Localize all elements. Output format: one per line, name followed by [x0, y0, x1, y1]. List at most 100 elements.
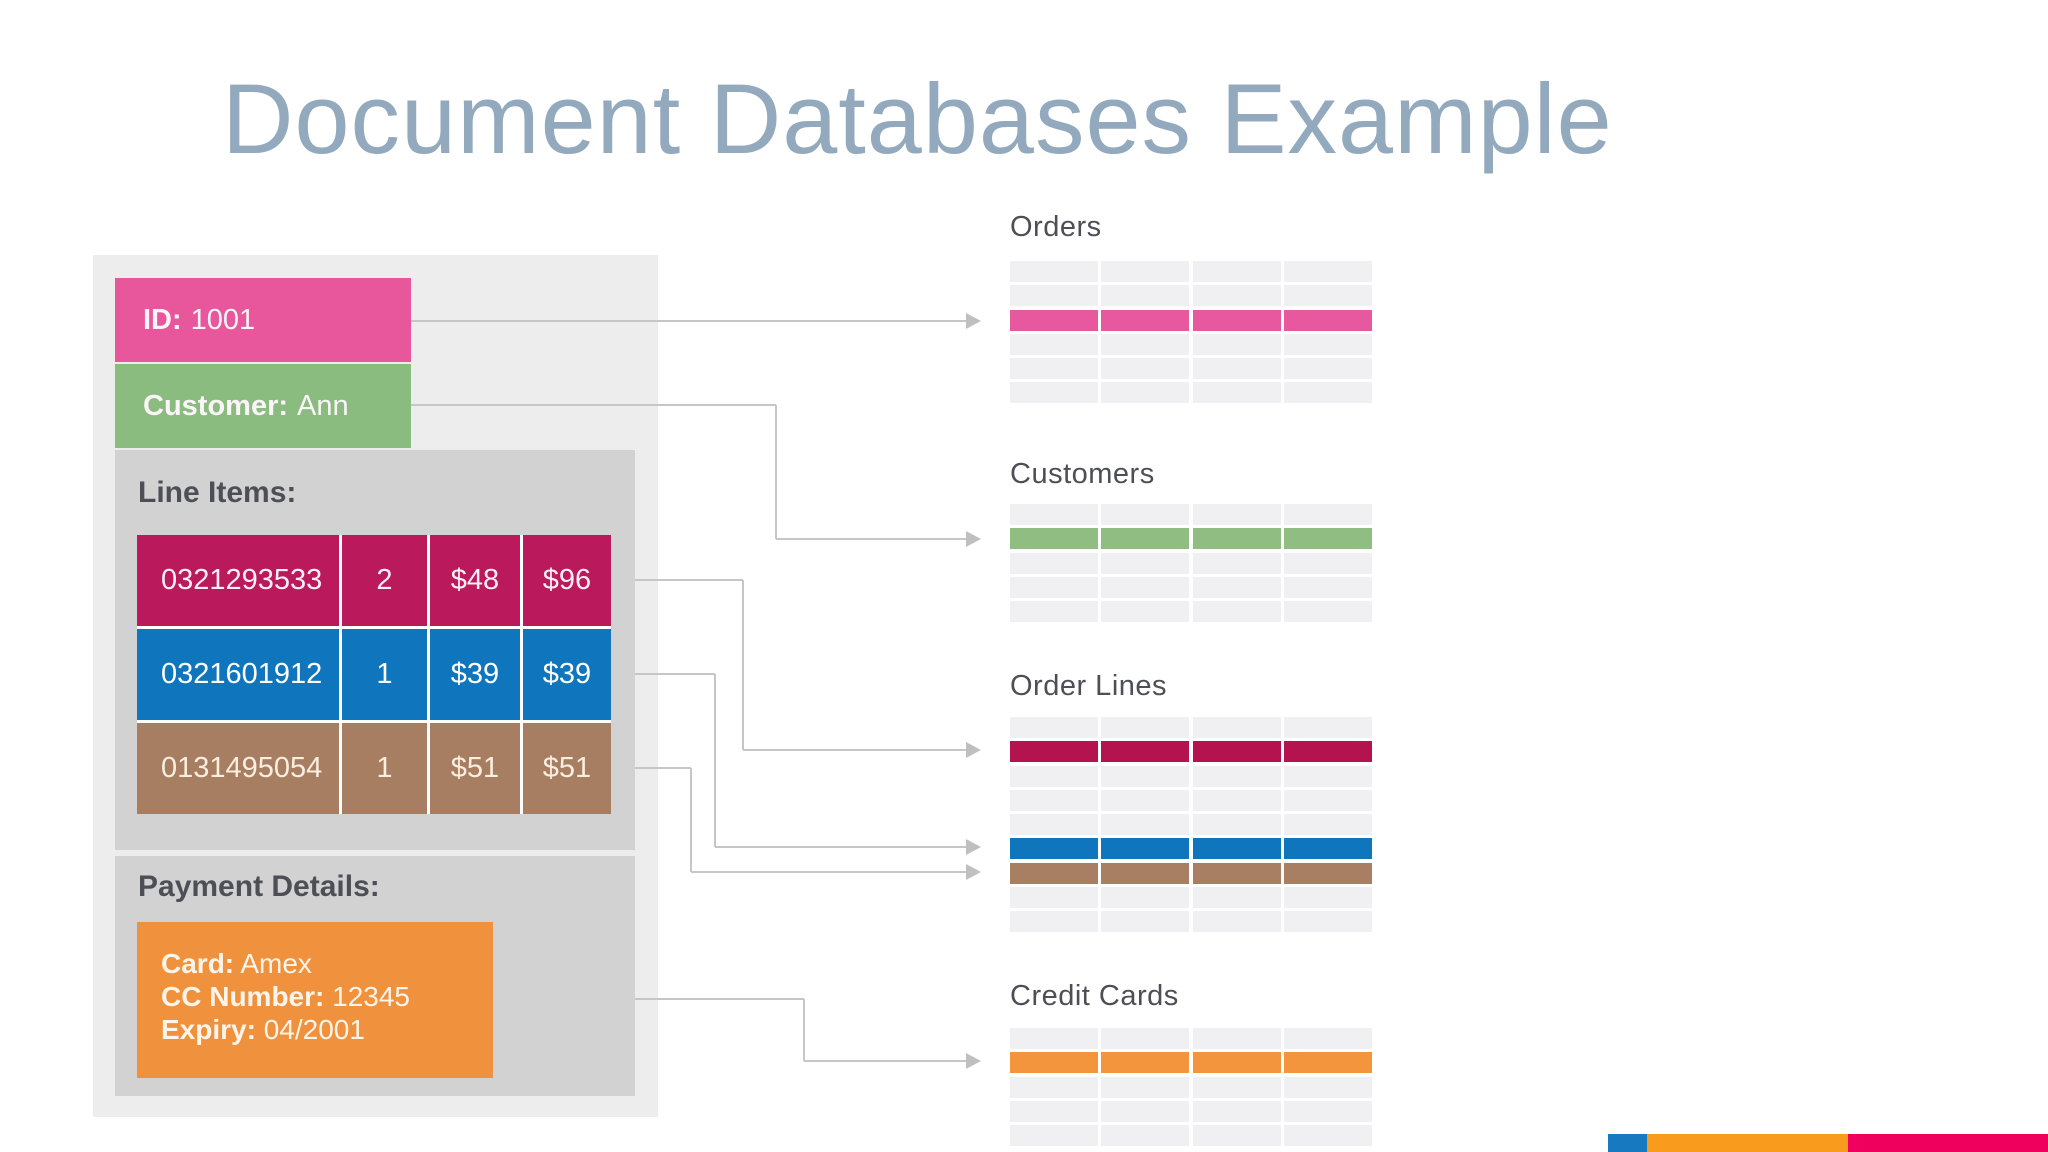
highlighted-row-cell — [1010, 838, 1098, 860]
payment-heading: Payment Details: — [138, 870, 380, 903]
placeholder-row-cell — [1192, 1125, 1281, 1147]
connector-segment — [804, 1060, 966, 1062]
placeholder-row-cell — [1192, 789, 1281, 811]
highlighted-row-cell — [1192, 309, 1281, 331]
highlighted-row-cell — [1284, 1052, 1373, 1074]
payment-line: Card: Amex — [161, 947, 493, 980]
placeholder-row-cell — [1101, 717, 1190, 738]
document-panel: ID: 1001 Customer: Ann Line Items: 03212… — [93, 255, 658, 1117]
placeholder-row-cell — [1284, 717, 1373, 738]
table-label-orders: Orders — [1010, 211, 1102, 243]
placeholder-row-cell — [1010, 601, 1098, 623]
highlighted-row-cell — [1101, 528, 1190, 550]
line-item-cell: $51 — [430, 723, 520, 814]
connector-segment — [635, 673, 715, 675]
placeholder-row-cell — [1101, 911, 1190, 933]
placeholder-row-cell — [1284, 911, 1373, 933]
mini-table-credit-cards — [1010, 1028, 1373, 1147]
placeholder-row-cell — [1192, 911, 1281, 933]
connector-segment — [411, 404, 776, 406]
placeholder-row-cell — [1010, 576, 1098, 598]
arrowhead-icon — [966, 839, 981, 855]
placeholder-row-cell — [1010, 887, 1098, 909]
placeholder-row-cell — [1284, 1028, 1373, 1049]
connector-segment — [411, 320, 966, 322]
connector-segment — [691, 871, 966, 873]
payment-line-label: Card: — [161, 948, 235, 979]
placeholder-row-cell — [1101, 1100, 1190, 1122]
connector-segment — [715, 846, 966, 848]
highlighted-row-cell — [1101, 1052, 1190, 1074]
connector-segment — [803, 999, 805, 1061]
placeholder-row-cell — [1284, 504, 1373, 525]
highlighted-row-cell — [1101, 862, 1190, 884]
placeholder-row-cell — [1010, 765, 1098, 787]
placeholder-row-cell — [1010, 1076, 1098, 1098]
line-item-cell: $39 — [430, 629, 520, 720]
highlighted-row-cell — [1192, 528, 1281, 550]
highlighted-row-cell — [1284, 862, 1373, 884]
connector-segment — [776, 538, 966, 540]
document-field-id: ID: 1001 — [115, 278, 411, 362]
placeholder-row-cell — [1192, 814, 1281, 836]
arrowhead-icon — [966, 1053, 981, 1069]
highlighted-row-cell — [1192, 862, 1281, 884]
highlighted-row-cell — [1284, 741, 1373, 763]
placeholder-row-cell — [1010, 789, 1098, 811]
line-items-heading: Line Items: — [138, 476, 297, 509]
payment-line: CC Number: 12345 — [161, 980, 493, 1013]
line-item-cell: 1 — [342, 629, 427, 720]
connector-segment — [635, 998, 804, 1000]
placeholder-row-cell — [1192, 504, 1281, 525]
table-label-credit-cards: Credit Cards — [1010, 980, 1179, 1012]
highlighted-row-cell — [1010, 1052, 1098, 1074]
payment-line-label: Expiry: — [161, 1014, 256, 1045]
payment-line-value: Amex — [240, 948, 312, 979]
placeholder-row-cell — [1192, 1076, 1281, 1098]
placeholder-row-cell — [1010, 911, 1098, 933]
table-label-order-lines: Order Lines — [1010, 670, 1168, 702]
highlighted-row-cell — [1284, 528, 1373, 550]
placeholder-row-cell — [1010, 1028, 1098, 1049]
line-item-cell: 2 — [342, 535, 427, 626]
highlighted-row-cell — [1010, 741, 1098, 763]
field-value: 1001 — [190, 303, 256, 336]
mini-table-orders — [1010, 261, 1373, 404]
placeholder-row-cell — [1101, 382, 1190, 404]
placeholder-row-cell — [1192, 1028, 1281, 1049]
placeholder-row-cell — [1284, 814, 1373, 836]
placeholder-row-cell — [1101, 552, 1190, 574]
placeholder-row-cell — [1010, 382, 1098, 404]
placeholder-row-cell — [1284, 1100, 1373, 1122]
placeholder-row-cell — [1010, 1125, 1098, 1147]
line-item-cell: 0321601912 — [137, 629, 339, 720]
placeholder-row-cell — [1284, 887, 1373, 909]
placeholder-row-cell — [1010, 504, 1098, 525]
arrowhead-icon — [966, 531, 981, 547]
line-item-cell: $96 — [523, 535, 611, 626]
highlighted-row-cell — [1010, 862, 1098, 884]
slide-title: Document Databases Example — [222, 63, 1613, 174]
payment-line: Expiry: 04/2001 — [161, 1013, 493, 1046]
footer-bar-segment — [1608, 1134, 1647, 1152]
placeholder-row-cell — [1101, 814, 1190, 836]
placeholder-row-cell — [1192, 1100, 1281, 1122]
placeholder-row-cell — [1284, 576, 1373, 598]
placeholder-row-cell — [1284, 333, 1373, 355]
placeholder-row-cell — [1284, 552, 1373, 574]
placeholder-row-cell — [1101, 261, 1190, 282]
mini-table-customers — [1010, 504, 1373, 623]
placeholder-row-cell — [1101, 601, 1190, 623]
arrowhead-icon — [966, 742, 981, 758]
arrowhead-icon — [966, 864, 981, 880]
placeholder-row-cell — [1284, 765, 1373, 787]
placeholder-row-cell — [1010, 1100, 1098, 1122]
placeholder-row-cell — [1101, 285, 1190, 307]
placeholder-row-cell — [1192, 765, 1281, 787]
line-item-cell: 1 — [342, 723, 427, 814]
placeholder-row-cell — [1284, 261, 1373, 282]
